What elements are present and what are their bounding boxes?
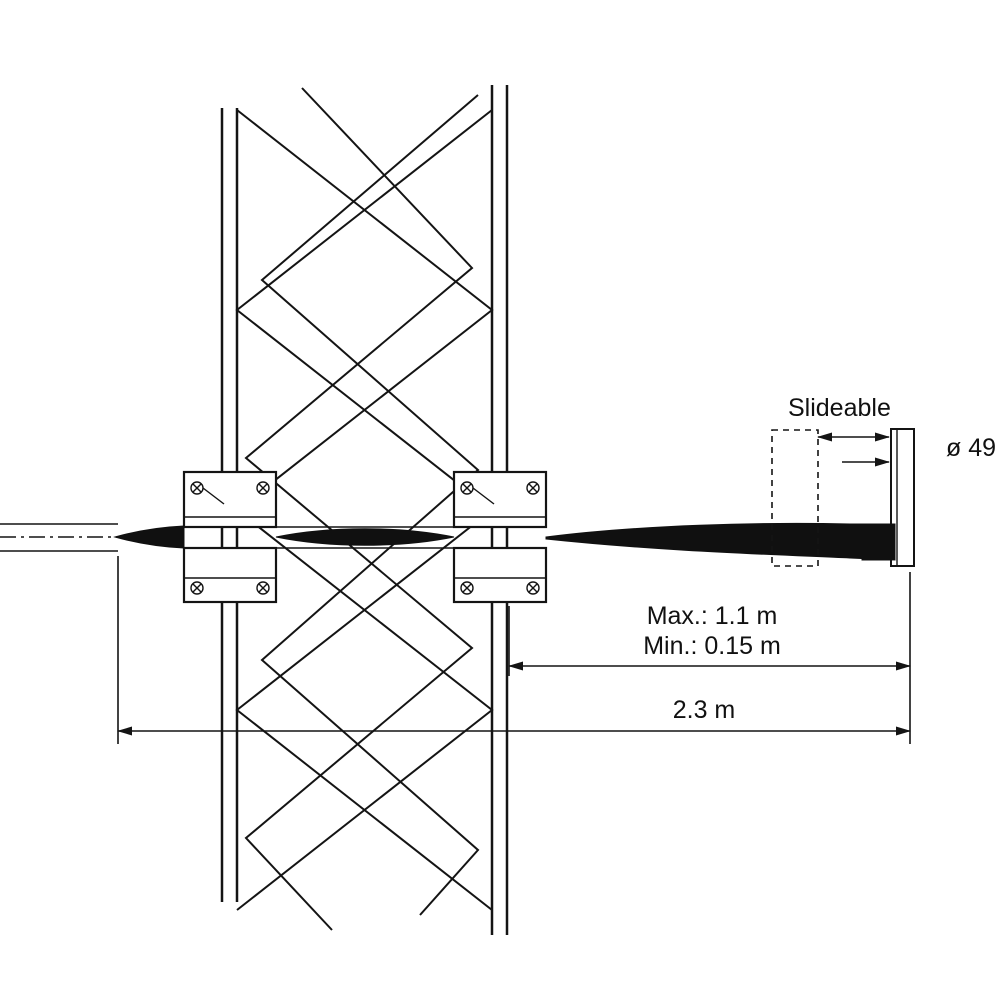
boom-end-clamp (861, 523, 893, 561)
clamp-right-pin (472, 487, 495, 505)
max-length-label: Max.: 1.1 m (647, 602, 778, 630)
slideable-label: Slideable (788, 394, 891, 422)
side-arm-boom (113, 522, 896, 561)
boom-right-section (545, 522, 896, 561)
dim-max-min: Max.: 1.1 m Min.: 0.15 m (508, 572, 911, 744)
slide-range-ghost-box (771, 429, 819, 567)
dim-total-length: 2.3 m (117, 556, 911, 744)
dim-pipe-diameter: ø 49 (842, 434, 996, 467)
clamp-right (452, 470, 548, 604)
clamp-left-upper-plate (182, 470, 278, 529)
clamp-left (182, 470, 278, 604)
mast-pipe (861, 428, 915, 567)
clamp-left-pin (202, 487, 225, 505)
min-length-label: Min.: 0.15 m (643, 632, 781, 660)
clamp-right-upper-plate (452, 470, 548, 529)
mast-pipe-body (890, 428, 915, 567)
total-length-label: 2.3 m (673, 696, 736, 724)
brace-zigzag-rear-b (260, 94, 480, 916)
pipe-diameter-label: ø 49 (946, 434, 996, 462)
boom-mid-section (275, 528, 455, 546)
boom-left-tip (113, 525, 185, 549)
brace-zigzag-rear-a (244, 87, 474, 931)
dim-slideable: Slideable (788, 394, 891, 442)
